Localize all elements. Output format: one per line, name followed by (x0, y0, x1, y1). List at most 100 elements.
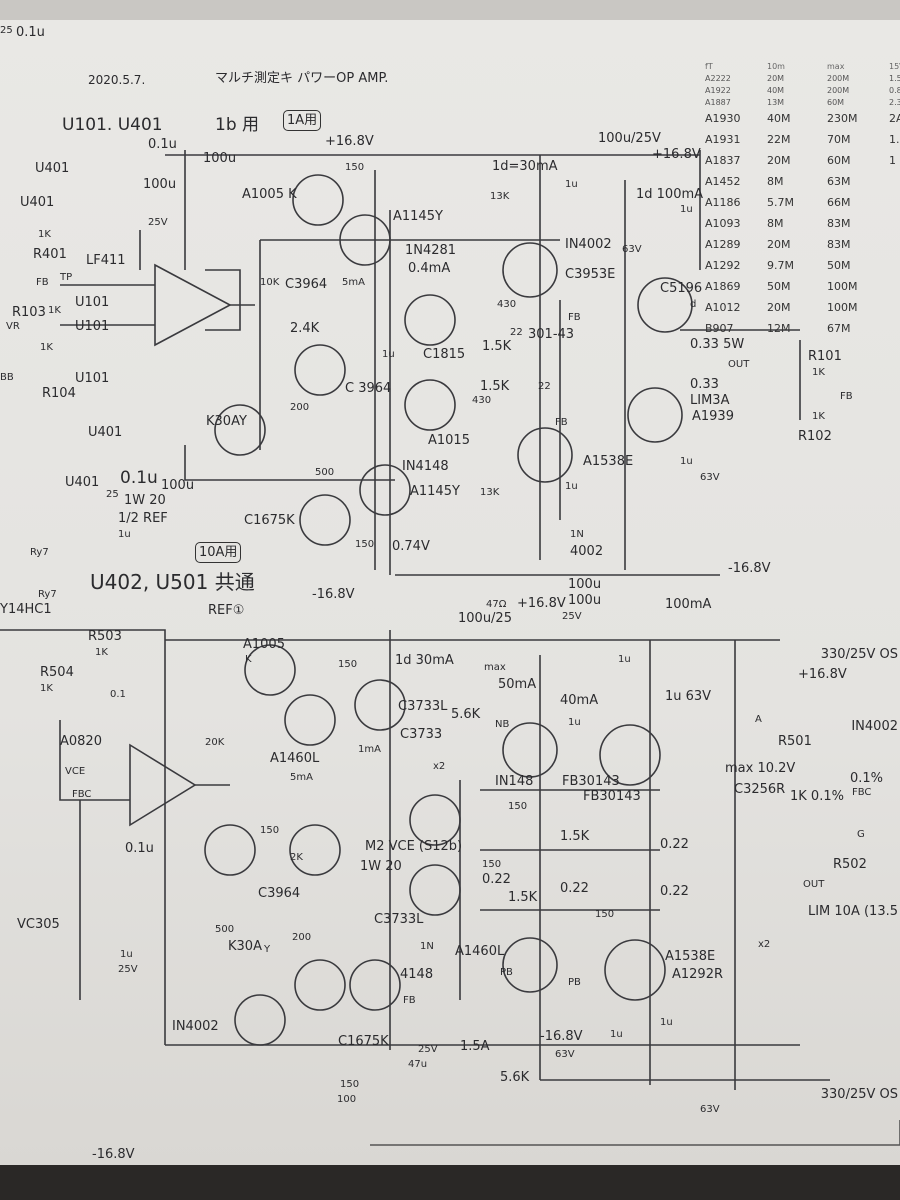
component-label: 2.4K (290, 321, 320, 336)
component-label: A1460L (455, 944, 505, 959)
wire (374, 150, 801, 575)
component-label: 500 (215, 924, 235, 935)
component-label: 1d 100mA (636, 187, 704, 202)
table-cell: 100M (827, 280, 858, 293)
component-label: 1u (118, 529, 131, 540)
component-label: 100 (337, 1094, 357, 1105)
section-use: 1b 用 (215, 115, 260, 135)
component-label: 1u (568, 717, 581, 728)
table-cell: 13M (767, 97, 785, 107)
transistor-a1145y (339, 214, 391, 266)
table-cell: 9.7M (767, 259, 794, 272)
component-label: 63V (700, 472, 720, 483)
table-surface (0, 1165, 900, 1200)
component-label: 1N (420, 941, 434, 952)
component-label: 1N (570, 529, 584, 540)
component-label: 1u 63V (665, 689, 712, 704)
component-label: A1005 (243, 637, 285, 652)
component-label: 25V (148, 217, 168, 228)
component-label: K30AY (206, 414, 247, 429)
component-label: A1145Y (410, 484, 460, 499)
component-label: IN148 (495, 774, 534, 789)
component-label: 25V (418, 1044, 438, 1055)
component-label: 0.1u (120, 468, 158, 488)
component-label: M2 VCE (S12b) (365, 839, 463, 854)
transistor-a1460l-b (349, 959, 401, 1011)
transistor-spec-table: fT10mmax15V A222220M200M1.5AA192240M200M… (705, 60, 900, 339)
component-label: 10K (260, 277, 280, 288)
transistor-4148 (409, 794, 461, 846)
component-label: 5mA (342, 277, 365, 288)
transistor-a1538e-b (409, 864, 461, 916)
wire-negative-rail-bottom (165, 1044, 830, 1081)
table-cell: 5.7M (767, 196, 794, 209)
component-label: FB (568, 312, 581, 323)
component-label: -16.8V (92, 1147, 135, 1162)
component-label: A1538E (583, 454, 634, 469)
component-label: 100mA (665, 597, 712, 612)
component-label: IN4002 (172, 1019, 219, 1034)
component-label: 5.6K (500, 1070, 530, 1085)
component-label: A1538E (665, 949, 716, 964)
component-label: 50mA (498, 677, 537, 692)
component-label: 1K 0.1% (790, 789, 844, 804)
component-label: 330/25V OS (820, 647, 898, 662)
component-label: R103 (12, 305, 46, 320)
component-label: PB (568, 977, 581, 988)
wire (0, 629, 230, 1045)
component-label: IN4002 (851, 719, 898, 734)
table-cell: 20M (767, 73, 785, 83)
component-label: Y14HC1 (0, 602, 52, 617)
component-label: FB (555, 417, 568, 428)
component-label: REF① (208, 603, 245, 618)
component-label: A (755, 714, 762, 725)
schematic-paper (0, 20, 900, 1165)
component-label: FB (36, 277, 49, 288)
component-label: 100u (568, 593, 602, 608)
component-label: 22 (538, 381, 551, 392)
transistor-c3953e (502, 242, 558, 298)
component-label: LF411 (86, 253, 126, 268)
wire (60, 150, 560, 481)
component-label: 2K (290, 852, 303, 863)
component-label: 330/25V OS (820, 1087, 898, 1102)
badge-1a: 1A用 (283, 110, 322, 131)
component-label: IN4148 (402, 459, 449, 474)
table-cell: 20M (767, 301, 791, 314)
transistor-a1292r (604, 939, 666, 1001)
component-label: -16.8V (728, 561, 771, 576)
page-margin-line (370, 1120, 900, 1146)
component-label: A1145Y (393, 209, 443, 224)
table-cell: A1931 (705, 133, 741, 146)
component-label: 1u (660, 1017, 673, 1028)
component-label: 1K (38, 229, 51, 240)
table-cell: 70M (827, 133, 851, 146)
component-label: U401 (65, 475, 100, 490)
component-label: 150 (595, 909, 615, 920)
component-label: K30A (228, 939, 262, 954)
component-label: U401 (20, 195, 55, 210)
component-label: FBC (852, 787, 872, 798)
table-cell: A1289 (705, 238, 741, 251)
table-cell: A1837 (705, 154, 741, 167)
component-label: 150 (355, 539, 375, 550)
component-label: 430 (497, 299, 517, 310)
component-label: A1460L (270, 751, 320, 766)
component-label: +16.8V (325, 134, 374, 149)
component-label: 1K (812, 411, 825, 422)
component-label: C3733L (398, 699, 448, 714)
table-cell: A1452 (705, 175, 741, 188)
section-u101-u401: U101. U401 (62, 115, 163, 135)
component-label: 13K (490, 191, 510, 202)
component-label: LIM 10A (13.5 (807, 904, 898, 919)
table-cell: 1 (889, 154, 896, 167)
component-label: R501 (778, 734, 812, 749)
component-label: 0.22 (660, 884, 689, 899)
component-label: VC305 (17, 917, 60, 932)
component-label: 47Ω (486, 599, 507, 610)
table-cell: 50M (767, 280, 791, 293)
component-label: +16.8V (798, 667, 847, 682)
component-label: 1K (48, 305, 61, 316)
